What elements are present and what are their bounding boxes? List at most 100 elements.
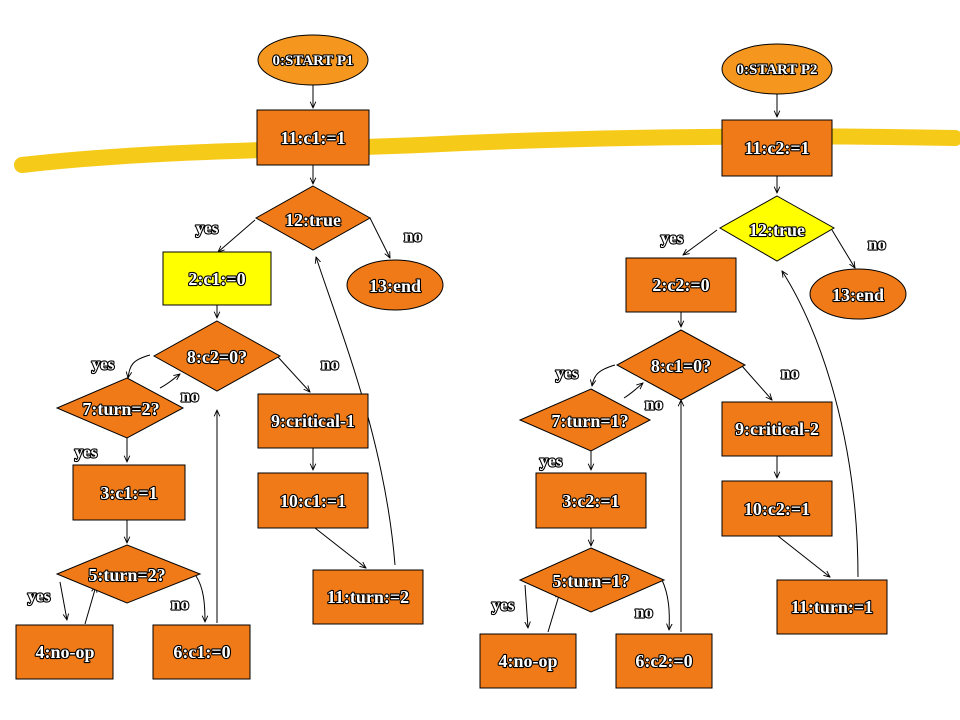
p1-edges bbox=[59, 85, 396, 625]
p2-12-diamond bbox=[718, 195, 836, 262]
p2-node-11[interactable]: 11:c2:=1 bbox=[721, 119, 833, 177]
p2-node-2[interactable]: 2:c2:=0 bbox=[625, 257, 737, 313]
p2-13-ellipse bbox=[809, 268, 907, 320]
p2-label-no-12: no bbox=[868, 235, 886, 254]
p2-node-7[interactable]: 7:turn=1? bbox=[518, 388, 652, 452]
p2-4-label: 4:no-op bbox=[498, 651, 557, 671]
p2-node-8[interactable]: 8:c1=0? bbox=[615, 329, 747, 401]
p1-node-5[interactable]: 5:turn=2? bbox=[55, 544, 202, 604]
p2-edge-11b-to-12 bbox=[782, 271, 859, 578]
p1-edge-5-yes bbox=[59, 581, 67, 620]
p1-label-no-7: no bbox=[181, 387, 199, 406]
p1-node-start[interactable]: 0:START P1 bbox=[257, 34, 369, 86]
p2-12-label: 12:true bbox=[749, 220, 805, 240]
p1-11-label: 11:c1:=1 bbox=[280, 128, 345, 148]
p1-11b-label: 11:turn:=2 bbox=[327, 587, 409, 607]
p2-node-4[interactable]: 4:no-op bbox=[479, 633, 577, 689]
p2-edge-8-no bbox=[741, 365, 772, 400]
p1-2-box bbox=[162, 251, 272, 306]
p1-node-3[interactable]: 3:c1:=1 bbox=[72, 464, 186, 521]
p1-5-label: 5:turn=2? bbox=[88, 565, 165, 585]
p2-9-box bbox=[721, 401, 833, 457]
p2-2-box bbox=[625, 257, 737, 313]
p2-label-yes-5: yes bbox=[492, 596, 515, 615]
p1-label-yes-8: yes bbox=[92, 355, 115, 374]
p2-edge-8-yes bbox=[592, 364, 616, 386]
process-p1-flowchart: 0:START P1 11:c1:=1 12:true 13:end 2:c1:… bbox=[15, 34, 444, 680]
p2-2-label: 2:c2:=0 bbox=[652, 275, 709, 295]
p1-node-11b[interactable]: 11:turn:=2 bbox=[312, 569, 424, 625]
p1-node-2[interactable]: 2:c1:=0 bbox=[162, 251, 272, 306]
p2-node-start[interactable]: 0:START P2 bbox=[721, 43, 833, 95]
p1-13-label: 13:end bbox=[369, 276, 421, 296]
p1-node-12[interactable]: 12:true bbox=[254, 185, 372, 251]
p1-12-label: 12:true bbox=[285, 210, 341, 230]
p2-node-5[interactable]: 5:turn=1? bbox=[518, 547, 666, 613]
p1-11b-box bbox=[312, 569, 424, 625]
p2-5-label: 5:turn=1? bbox=[552, 571, 629, 591]
p2-node-13[interactable]: 13:end bbox=[809, 268, 907, 320]
p1-3-label: 3:c1:=1 bbox=[100, 483, 157, 503]
p1-node-10[interactable]: 10:c1:=1 bbox=[257, 472, 369, 529]
p2-node-6[interactable]: 6:c2:=0 bbox=[615, 633, 713, 689]
p1-8-diamond bbox=[152, 320, 282, 392]
p2-label-no-5: no bbox=[635, 603, 653, 622]
p1-13-ellipse bbox=[346, 259, 444, 311]
p1-9-label: 9:critical-1 bbox=[271, 411, 355, 431]
p2-4-box bbox=[479, 633, 577, 689]
p1-start-label: 0:START P1 bbox=[272, 53, 353, 69]
p1-edge-8-yes bbox=[128, 354, 151, 378]
p2-label-yes-12: yes bbox=[661, 229, 684, 248]
p1-6-box bbox=[152, 624, 251, 680]
p1-node-7[interactable]: 7:turn=2? bbox=[55, 377, 185, 439]
p2-node-3[interactable]: 3:c2:=1 bbox=[535, 472, 647, 529]
p1-start-ellipse bbox=[257, 34, 369, 86]
p1-10-box bbox=[257, 472, 369, 529]
p2-label-yes-7: yes bbox=[540, 452, 563, 471]
p2-10-label: 10:c2:=1 bbox=[744, 499, 810, 519]
p1-edge-10-to-11b bbox=[314, 527, 366, 568]
p2-8-label: 8:c1=0? bbox=[651, 356, 711, 376]
p2-6-box bbox=[615, 633, 713, 689]
p1-node-9[interactable]: 9:critical-1 bbox=[257, 393, 369, 449]
p1-edge-11b-to-12 bbox=[316, 257, 396, 566]
p1-9-box bbox=[257, 393, 369, 449]
p1-edge-7-no bbox=[159, 374, 180, 389]
p1-label-yes-5: yes bbox=[28, 587, 51, 606]
p2-8-diamond bbox=[615, 329, 747, 401]
p2-edge-12-no bbox=[831, 229, 855, 268]
p1-label-no-5: no bbox=[171, 595, 189, 614]
p1-label-no-8: no bbox=[321, 355, 339, 374]
p1-node-13[interactable]: 13:end bbox=[346, 259, 444, 311]
p1-5-diamond bbox=[55, 544, 202, 604]
p2-edge-4-to-5 bbox=[547, 592, 560, 633]
p1-6-label: 6:c1:=0 bbox=[173, 642, 230, 662]
p2-node-11b[interactable]: 11:turn:=1 bbox=[776, 579, 888, 635]
p1-node-11[interactable]: 11:c1:=1 bbox=[256, 109, 370, 166]
p1-2-label: 2:c1:=0 bbox=[188, 269, 245, 289]
p1-4-box bbox=[15, 624, 114, 680]
p2-node-12[interactable]: 12:true bbox=[718, 195, 836, 262]
p2-label-no-8: no bbox=[781, 364, 799, 383]
p2-edge-7-no bbox=[623, 383, 643, 399]
p1-node-6[interactable]: 6:c1:=0 bbox=[152, 624, 251, 680]
p2-5-diamond bbox=[518, 547, 666, 613]
p2-node-9[interactable]: 9:critical-2 bbox=[721, 401, 833, 457]
p1-7-label: 7:turn=2? bbox=[82, 399, 159, 419]
p1-4-label: 4:no-op bbox=[35, 642, 94, 662]
p2-7-diamond bbox=[518, 388, 652, 452]
p2-edge-10-to-11b bbox=[777, 535, 830, 577]
p2-11-label: 11:c2:=1 bbox=[744, 138, 809, 158]
p2-11-box bbox=[721, 119, 833, 177]
p2-node-10[interactable]: 10:c2:=1 bbox=[721, 480, 833, 537]
p1-8-label: 8:c2=0? bbox=[187, 347, 247, 367]
p1-node-4[interactable]: 4:no-op bbox=[15, 624, 114, 680]
p1-edge-8-no bbox=[277, 356, 310, 392]
p1-node-8[interactable]: 8:c2=0? bbox=[152, 320, 282, 392]
p2-6-label: 6:c2:=0 bbox=[635, 651, 692, 671]
p2-3-label: 3:c2:=1 bbox=[562, 491, 619, 511]
p1-edge-12-yes bbox=[218, 219, 256, 252]
p2-11b-box bbox=[776, 579, 888, 635]
p1-7-diamond bbox=[55, 377, 185, 439]
